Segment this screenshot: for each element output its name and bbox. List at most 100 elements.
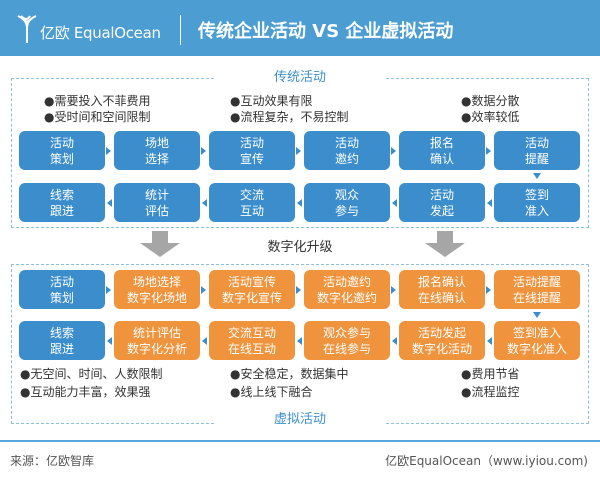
step-label: 活动 [334, 135, 359, 150]
process-step: 统计评估 [114, 183, 200, 222]
arrow-left-icon [107, 199, 112, 207]
step-label: 活动 [429, 187, 454, 202]
process-step: 活动宣传 [209, 131, 295, 170]
arrow-left-icon [392, 199, 397, 207]
arrow-left-icon [392, 337, 397, 345]
traditional-label: 传统活动 [0, 66, 600, 85]
step-label: 活动提醒 [512, 274, 561, 289]
step-label: 活动 [239, 135, 264, 150]
process-step: 活动发起数字化活动 [399, 321, 485, 360]
arrow-left-icon [202, 337, 207, 345]
process-step: 活动策划 [19, 270, 105, 309]
arrow-down-icon [533, 312, 541, 318]
bullet: ●效率较低 [461, 110, 520, 124]
arrow-right-icon [106, 286, 111, 294]
arrow-left-icon [107, 337, 112, 345]
step-label: 参与 [334, 203, 359, 218]
step-label: 在线参与 [322, 341, 371, 356]
arrow-right-icon [296, 147, 301, 155]
bullet: ●无空间、时间、人数限制 [20, 367, 163, 381]
bullet: ●安全稳定，数据集中 [230, 367, 349, 381]
process-step: 活动邀约 [304, 131, 390, 170]
bullet: ●费用节省 [461, 367, 520, 381]
step-label: 统计 [144, 187, 169, 202]
arrow-left-icon [297, 199, 302, 207]
step-label: 跟进 [49, 203, 74, 218]
step-label: 活动邀约 [322, 274, 371, 289]
step-label: 统计评估 [132, 325, 181, 340]
bullet: ●线上线下融合 [230, 385, 313, 399]
step-label: 确认 [429, 151, 454, 166]
arrow-right-icon [201, 286, 206, 294]
arrow-down-icon [533, 173, 541, 179]
logo-text: 亿欧 EqualOcean [40, 24, 161, 42]
equalocean-logo-icon [17, 15, 37, 43]
process-step: 报名确认 [399, 131, 485, 170]
footer-divider [0, 440, 600, 442]
credit-note: 亿欧EqualOcean（www.iyiou.com) [385, 454, 588, 468]
step-label: 准入 [524, 203, 549, 218]
arrow-left-icon [297, 337, 302, 345]
step-label: 策划 [49, 290, 74, 305]
step-label: 交流互动 [227, 325, 276, 340]
upgrade-label: 数字化升级 [267, 240, 333, 255]
bullet: ●数据分散 [461, 94, 520, 108]
down-arrow-icon [425, 231, 465, 257]
process-step: 线索跟进 [19, 183, 105, 222]
step-label: 场地 [144, 135, 169, 150]
step-label: 数字化分析 [126, 341, 187, 356]
process-step: 签到准入数字化准入 [494, 321, 580, 360]
arrow-right-icon [391, 147, 396, 155]
step-label: 签到 [524, 187, 549, 202]
virtual-label: 虚拟活动 [0, 408, 600, 427]
process-step: 活动宣传数字化宣传 [209, 270, 295, 309]
process-step: 观众参与 [304, 183, 390, 222]
arrow-left-icon [202, 199, 207, 207]
arrow-right-icon [486, 286, 491, 294]
header-divider [180, 15, 181, 45]
bullet: ●受时间和空间限制 [44, 110, 151, 124]
step-label: 在线互动 [227, 341, 276, 356]
process-step: 场地选择数字化场地 [114, 270, 200, 309]
step-label: 交流 [239, 187, 264, 202]
step-label: 选择 [144, 151, 169, 166]
header-banner: 亿欧 EqualOcean 传统企业活动 VS 企业虚拟活动 [0, 0, 600, 56]
arrow-right-icon [201, 147, 206, 155]
step-label: 观众参与 [322, 325, 371, 340]
step-label: 在线确认 [417, 290, 466, 305]
arrow-right-icon [486, 147, 491, 155]
step-label: 提醒 [524, 151, 549, 166]
step-label: 邀约 [334, 151, 359, 166]
step-label: 场地选择 [132, 274, 181, 289]
step-label: 数字化场地 [126, 290, 187, 305]
arrow-right-icon [106, 147, 111, 155]
process-step: 线索跟进 [19, 321, 105, 360]
step-label: 签到准入 [512, 325, 561, 340]
step-label: 数字化活动 [411, 341, 472, 356]
arrow-right-icon [391, 286, 396, 294]
bullet: ●需要投入不菲费用 [44, 94, 151, 108]
step-label: 在线提醒 [512, 290, 561, 305]
process-step: 交流互动 [209, 183, 295, 222]
step-label: 活动 [49, 135, 74, 150]
process-step: 场地选择 [114, 131, 200, 170]
step-label: 活动宣传 [227, 274, 276, 289]
step-label: 活动 [524, 135, 549, 150]
process-step: 交流互动在线互动 [209, 321, 295, 360]
arrow-left-icon [487, 337, 492, 345]
step-label: 报名确认 [417, 274, 466, 289]
step-label: 数字化准入 [506, 341, 567, 356]
process-step: 活动邀约数字化邀约 [304, 270, 390, 309]
source-note: 来源：亿欧智库 [10, 454, 95, 468]
bullet: ●流程监控 [461, 385, 520, 399]
down-arrow-icon [140, 231, 180, 257]
step-label: 数字化宣传 [221, 290, 282, 305]
step-label: 活动 [49, 274, 74, 289]
step-label: 跟进 [49, 341, 74, 356]
process-step: 活动提醒 [494, 131, 580, 170]
step-label: 数字化邀约 [316, 290, 377, 305]
step-label: 报名 [429, 135, 454, 150]
step-label: 策划 [49, 151, 74, 166]
step-label: 评估 [144, 203, 169, 218]
process-step: 统计评估数字化分析 [114, 321, 200, 360]
